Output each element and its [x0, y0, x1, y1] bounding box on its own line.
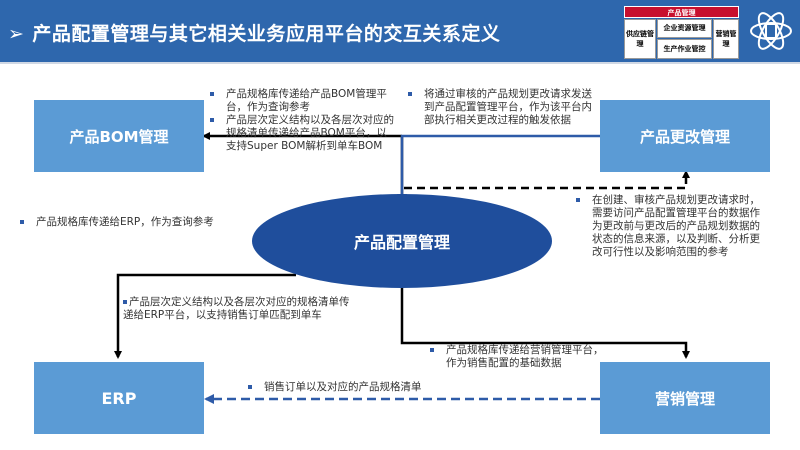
node-product-bom: 产品BOM管理 — [34, 100, 204, 172]
note-change-access: 在创建、审核产品规划更改请求时，需要访问产品配置管理平台的数据作为更改前与更改后… — [574, 194, 768, 259]
node-erp: ERP — [34, 362, 204, 434]
note-erp-spec: 产品规格库传递给ERP，作为查询参考 — [18, 216, 214, 229]
note-erp-item-1: 产品规格库传递给ERP，作为查询参考 — [18, 216, 214, 229]
mini-product-management: 产品管理 — [624, 6, 739, 18]
note-mkt-item-1: 产品规格库传递给营销管理平台，作为销售配置的基础数据 — [428, 344, 608, 370]
header-underline — [0, 62, 800, 64]
node-product-config: 产品配置管理 — [252, 194, 552, 288]
mini-erp: 企业资源管理 — [657, 19, 712, 38]
note-erp-item-2: 产品层次定义结构以及各层次对应的规格清单传递给ERP平台，以支持销售订单匹配到单… — [123, 296, 350, 321]
page-title: ➢ 产品配置管理与其它相关业务应用平台的交互关系定义 — [8, 19, 500, 46]
note-change-item-2: 在创建、审核产品规划更改请求时，需要访问产品配置管理平台的数据作为更改前与更改后… — [574, 194, 768, 259]
page-title-text: 产品配置管理与其它相关业务应用平台的交互关系定义 — [32, 23, 501, 45]
arrow-change-to-config — [397, 134, 600, 204]
note-bom-item-1: 产品规格库传递给产品BOM管理平台，作为查询参考 — [208, 88, 396, 114]
arrow-config-to-marketing — [400, 288, 690, 359]
bullet-icon — [123, 300, 127, 304]
note-erp-structure: 产品层次定义结构以及各层次对应的规格清单传递给ERP平台，以支持销售订单匹配到单… — [123, 296, 359, 322]
mini-production-control: 生产作业管控 — [657, 39, 712, 59]
note-sales-order: 销售订单以及对应的产品规格清单 — [246, 381, 432, 394]
note-bom-item-2: 产品层次定义结构以及各层次对应的规格清单传递给产品BOM平台，以支持Super … — [208, 114, 396, 153]
arrow-config-to-change — [404, 170, 690, 190]
title-arrow-icon: ➢ — [8, 23, 25, 45]
note-bom: 产品规格库传递给产品BOM管理平台，作为查询参考 产品层次定义结构以及各层次对应… — [208, 88, 396, 153]
node-product-change: 产品更改管理 — [600, 100, 770, 172]
mini-supply-chain: 供应链管理 — [624, 19, 656, 59]
node-marketing: 营销管理 — [600, 362, 770, 434]
note-marketing-spec: 产品规格库传递给营销管理平台，作为销售配置的基础数据 — [428, 344, 608, 370]
note-change-request: 将通过审核的产品规划更改请求发送到产品配置管理平台，作为该平台内部执行相关更改过… — [406, 88, 598, 127]
note-mkt-item-2: 销售订单以及对应的产品规格清单 — [246, 381, 432, 394]
note-change-item-1: 将通过审核的产品规划更改请求发送到产品配置管理平台，作为该平台内部执行相关更改过… — [406, 88, 598, 127]
atom-logo-icon — [750, 12, 792, 50]
mini-marketing: 营销管理 — [713, 19, 739, 59]
header-bar: ➢ 产品配置管理与其它相关业务应用平台的交互关系定义 产品管理 供应链管理 企业资… — [0, 0, 800, 62]
arrow-config-to-erp — [114, 273, 296, 359]
